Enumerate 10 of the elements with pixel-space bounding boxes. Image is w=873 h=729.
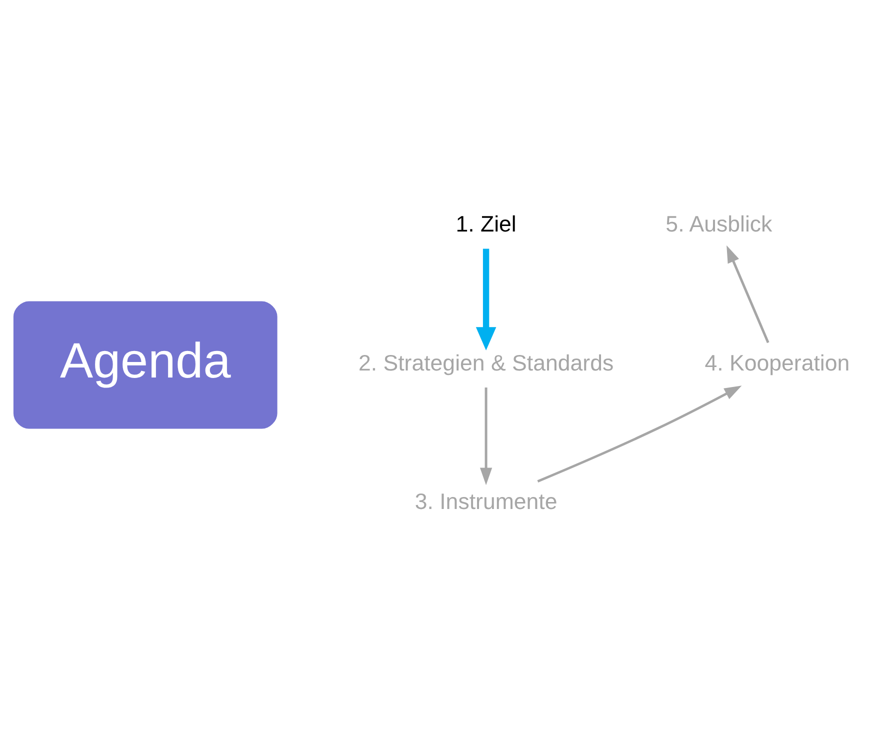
arrow — [726, 244, 770, 343]
arrow — [537, 385, 742, 482]
node-box: Agenda — [13, 300, 278, 428]
arrow — [476, 248, 496, 350]
node-text: 5. Ausblick — [666, 211, 772, 236]
node-text: 1. Ziel — [456, 211, 516, 236]
arrow — [480, 387, 492, 485]
node-text: 3. Instrumente — [414, 488, 558, 514]
node-text: 2. Strategien & Standards — [358, 350, 614, 375]
node-text: 4. Kooperation — [704, 350, 850, 375]
